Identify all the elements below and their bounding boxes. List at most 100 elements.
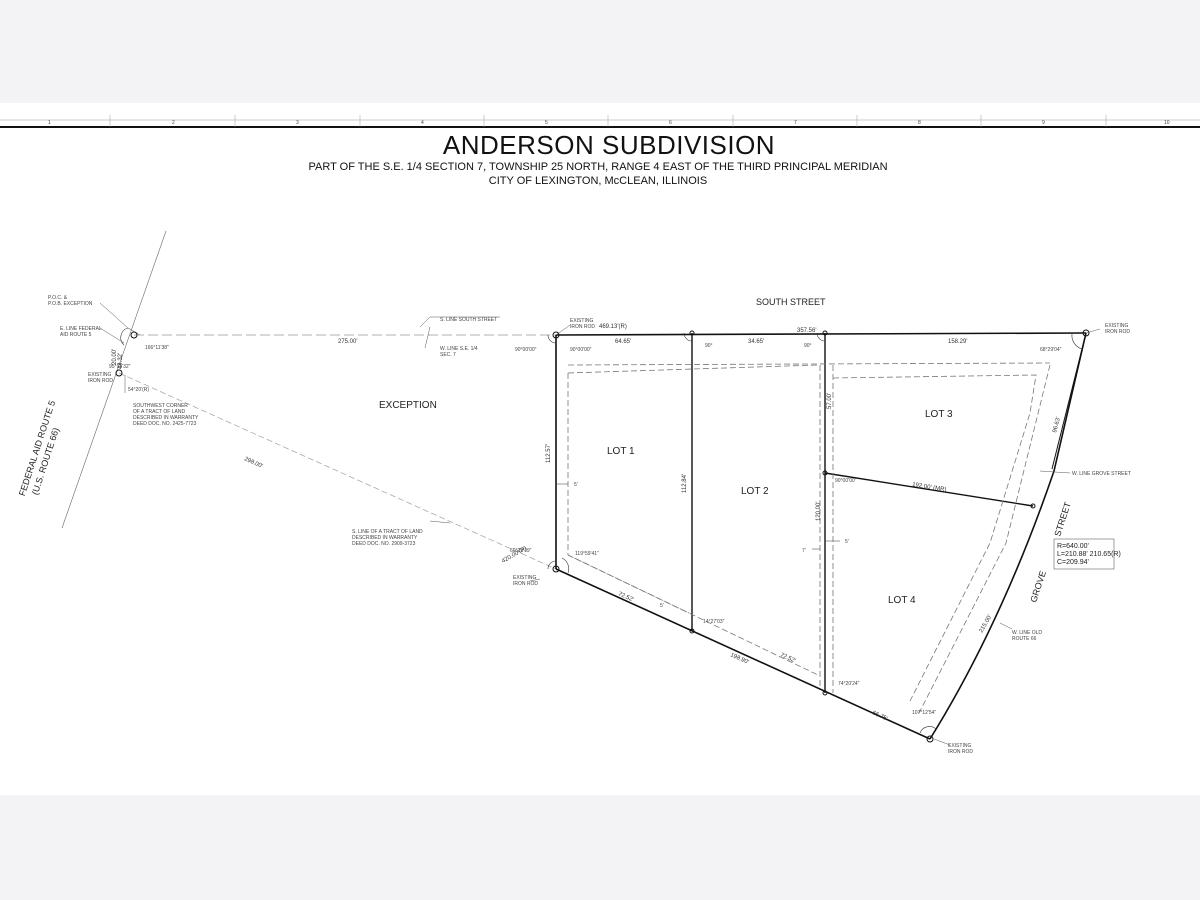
setback-5a: 5' [574, 482, 578, 488]
note-sline-tract2: DESCRIBED IN WARRANTY [352, 535, 418, 541]
angle-a7: 119°59'41" [575, 551, 599, 557]
dim-lot3-west: 57.00' [827, 393, 833, 409]
note-sw-corner3: DESCRIBED IN WARRANTY [133, 415, 199, 421]
dim-lot4-south: 66.75' [871, 710, 888, 722]
pob-marker [130, 331, 138, 339]
grid-tick-5: 5 [545, 120, 548, 126]
plat-drawing: 1 2 3 4 5 6 7 8 9 10 [0, 115, 1200, 755]
angle-a4: 90° [804, 343, 812, 349]
setback-5d: 5' [660, 603, 664, 609]
grid-tick-3: 3 [296, 120, 299, 126]
grid-tick-7: 7 [794, 120, 797, 126]
curve-radius: R=640.00' [1057, 543, 1089, 550]
lot1-label: LOT 1 [607, 446, 635, 457]
angle-arcs [120, 327, 1083, 734]
exception-south-line [118, 372, 557, 570]
plat-subtitle-line2: CITY OF LEXINGTON, McCLEAN, ILLINOIS [488, 175, 708, 187]
lot4-label: LOT 4 [888, 595, 916, 606]
angle-a13: 95°13'32" [109, 364, 131, 370]
easement-lines [567, 362, 1051, 716]
iron-rod-ne [1082, 329, 1090, 337]
dim-lot2-east: 112.84' [682, 474, 688, 493]
note-sline-tract: S. LINE OF A TRACT OF LAND [352, 529, 423, 535]
grid-tick-9: 9 [1042, 120, 1045, 126]
dim-grove-2: 215.00' [979, 614, 994, 634]
note-exist-rod-s: EXISTING [513, 575, 536, 581]
dim-lot3-front: 158.29' [948, 339, 968, 345]
note-exist-rod-s2: IRON ROD [513, 581, 538, 587]
corner-lot1-lot2-s [689, 628, 695, 634]
note-sw-corner2: OF A TRACT OF LAND [133, 409, 185, 415]
federal-route-line [61, 230, 167, 529]
dim-lot1-west: 112.57' [546, 444, 552, 463]
federal-route-label-group: FEDERAL AID ROUTE 5 (U.S. ROUTE 66) [17, 399, 61, 497]
dim-exception-north: 275.00' [338, 339, 358, 345]
iron-rod-nw [552, 331, 560, 339]
note-wline-grove: W. LINE GROVE STREET [1072, 471, 1131, 477]
corner-lot3-w [822, 470, 828, 476]
angle-a11: 107°12'54" [912, 710, 936, 716]
dim-20: 20.00' [112, 349, 118, 365]
curve-length: L=210.88' 210.65(R) [1057, 551, 1121, 558]
note-existing-rod-w: EXISTING [88, 372, 111, 378]
grove-street-label: STREET [1052, 500, 1073, 537]
leader-lines [99, 302, 1101, 746]
note-exist-rod-n: EXISTING [570, 318, 593, 324]
note-exist-rod-se2: IRON ROD [948, 749, 973, 755]
dim-44: 44.32' [118, 353, 124, 369]
iron-rod-se [926, 735, 934, 743]
iron-rod-w [115, 369, 123, 377]
note-sw-corner4: DEED DOC. NO. 2425-7723 [133, 421, 197, 427]
corner-lot1-lot2-n [689, 330, 695, 336]
corner-lot3-e [1030, 503, 1036, 509]
curve-data-box [1053, 538, 1115, 570]
note-eline-fed2: AID ROUTE 5 [60, 332, 92, 338]
note-exist-rod-se: EXISTING [948, 743, 971, 749]
note-existing-rod-w2: IRON ROD [88, 378, 113, 384]
dim-south-mid: 72.52' [779, 652, 796, 664]
note-pob: P.O.C. & [48, 295, 68, 301]
note-wline-se2: SEC. 7 [440, 352, 456, 358]
note-sline-south: S. LINE SOUTH STREET [440, 317, 497, 323]
corner-lot2-lot3-n [822, 330, 828, 336]
grove-street-west-line [1051, 332, 1087, 470]
dim-exception-south: 298.00' [243, 456, 263, 469]
dim-north-record: 469.13'(R) [599, 324, 627, 330]
grid-tick-4: 4 [421, 120, 424, 126]
note-exist-rod-ne: EXISTING [1105, 323, 1128, 329]
grid-tick-2: 2 [172, 120, 175, 126]
note-pob2: P.O.B. EXCEPTION [48, 301, 93, 307]
plat-subtitle-line1: PART OF THE S.E. 1/4 SECTION 7, TOWNSHIP… [308, 161, 888, 173]
plat-sheet: 1 2 3 4 5 6 7 8 9 10 [0, 103, 1200, 795]
curve-chord: C=209.94' [1057, 559, 1089, 566]
corner-lot2-lot4-s [822, 690, 828, 696]
note-eline-fed: E. LINE FEDERAL [60, 326, 102, 332]
angle-a1: 90°00'00" [515, 347, 537, 353]
angle-a6: 90°00'00" [835, 478, 857, 484]
setback-5c: 5' [845, 539, 849, 545]
grove-label-group: GROVE [1028, 570, 1048, 604]
parcel-north-line [555, 332, 1087, 336]
angle-a3: 90° [705, 343, 713, 349]
plat-title: ANDERSON SUBDIVISION [442, 130, 776, 160]
dim-grove: 96.63' [1052, 416, 1062, 433]
grid-tick-10: 10 [1164, 120, 1170, 126]
note-wline-old2: ROUTE 66 [1012, 636, 1037, 642]
lot3-label: LOT 3 [925, 409, 953, 420]
note-wline-se: W. LINE S.E. 1/4 [440, 346, 478, 352]
dim-north-total: 357.56' [797, 328, 817, 334]
grid-tick-6: 6 [669, 120, 672, 126]
dim-lot2-front: 34.65' [748, 339, 764, 345]
south-street-label: SOUTH STREET [756, 297, 826, 307]
exception-label: EXCEPTION [379, 400, 437, 411]
grid-tick-marks [109, 115, 1107, 127]
note-exist-rod-n2: IRON ROD [570, 324, 595, 330]
note-sline-tract3: DEED DOC. NO. 2909-3723 [352, 541, 416, 547]
dim-lot4-west: 120.00' [816, 502, 822, 522]
angle-a9: 14°27'03" [703, 619, 725, 625]
grove-street-label-group: STREET [1052, 500, 1073, 537]
dim-south-lot4: 198.90' [729, 652, 749, 665]
lot3-lot4-divider [824, 472, 1034, 507]
dim-lot3-bottom: 192.00' (MR) [912, 482, 947, 493]
monuments [115, 329, 1090, 743]
